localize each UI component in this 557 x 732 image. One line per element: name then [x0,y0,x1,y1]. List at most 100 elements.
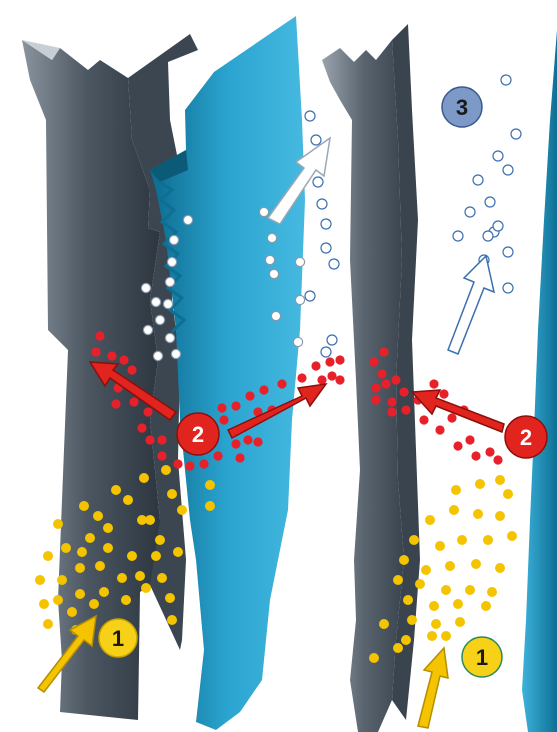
badge-1-right-label: 1 [476,645,488,670]
gas-bubble [485,197,495,207]
red-particle [127,365,136,374]
yellow-particle [141,583,151,593]
yellow-particle [495,475,505,485]
red-particle [219,415,228,424]
red-particle [419,415,428,424]
yellow-particle [121,595,131,605]
red-particle [145,435,154,444]
white-particle [267,233,276,242]
red-particle [253,437,262,446]
red-particle [217,403,226,412]
red-particle [401,405,410,414]
yellow-arrow-right [418,648,448,728]
red-particle [245,391,254,400]
gas-bubble [483,231,493,241]
gas-bubble [493,221,503,231]
yellow-particle [503,489,513,499]
yellow-particle [161,465,171,475]
yellow-particle [393,575,403,585]
yellow-particle [369,653,379,663]
red-particle [429,379,438,388]
badge-3-label: 3 [456,95,468,120]
red-particle [387,397,396,406]
gas-bubble [317,199,327,209]
yellow-particle [455,617,465,627]
yellow-particle [449,505,459,515]
white-particle [155,315,164,324]
red-particle [157,451,166,460]
red-particle [199,459,208,468]
yellow-particle [167,489,177,499]
yellow-particle [117,573,127,583]
white-particle [271,311,280,320]
red-particle [377,369,386,378]
yellow-particle [89,599,99,609]
red-particle [297,373,306,382]
yellow-particle [431,619,441,629]
gas-bubble [305,291,315,301]
gas-bubble [313,177,323,187]
red-particle [371,383,380,392]
yellow-particle [61,543,71,553]
yellow-particle [39,599,49,609]
yellow-particle [93,511,103,521]
red-particle [391,375,400,384]
red-particle [235,453,244,462]
gas-bubble [501,75,511,85]
yellow-particle [481,601,491,611]
red-particle [157,435,166,444]
red-particle [91,347,100,356]
red-particle [369,357,378,366]
white-particle [265,255,274,264]
yellow-particle [111,485,121,495]
red-particle [493,455,502,464]
gas-bubble [473,175,483,185]
badge-1-right: 1 [462,637,502,677]
white-particle [167,257,176,266]
yellow-particle [67,607,77,617]
yellow-particle [85,533,95,543]
yellow-particle [151,551,161,561]
badge-1-left-label: 1 [112,626,124,651]
yellow-particle [139,473,149,483]
red-particle [485,447,494,456]
yellow-particle [155,535,165,545]
yellow-particle [427,631,437,641]
red-arrow-right [412,390,504,432]
yellow-particle [399,555,409,565]
yellow-particle [167,615,177,625]
red-particle [447,413,456,422]
red-particle [137,423,146,432]
gas-bubble [305,111,315,121]
white-particle [151,297,160,306]
yellow-particle [465,585,475,595]
gas-bubble [503,165,513,175]
red-particle [435,425,444,434]
yellow-particle [483,535,493,545]
white-particle [163,299,172,308]
yellow-particle [473,509,483,519]
badge-2-center: 2 [177,413,219,455]
white-particle [295,295,304,304]
red-particle [173,459,182,468]
red-particle [465,435,474,444]
yellow-particle [507,531,517,541]
yellow-particle [205,480,215,490]
red-particle [317,375,326,384]
yellow-particle [441,631,451,641]
white-particle [259,207,268,216]
red-particle [259,385,268,394]
red-particle [119,355,128,364]
yellow-particle [157,573,167,583]
yellow-particle [95,561,105,571]
yellow-particle [425,515,435,525]
yellow-particle [173,547,183,557]
yellow-particle [43,551,53,561]
yellow-particle [403,595,413,605]
outline-arrow-right [448,256,494,354]
gas-bubble [321,243,331,253]
gas-bubble [327,335,337,345]
white-particle [171,349,180,358]
badge-1-left: 1 [99,619,137,657]
